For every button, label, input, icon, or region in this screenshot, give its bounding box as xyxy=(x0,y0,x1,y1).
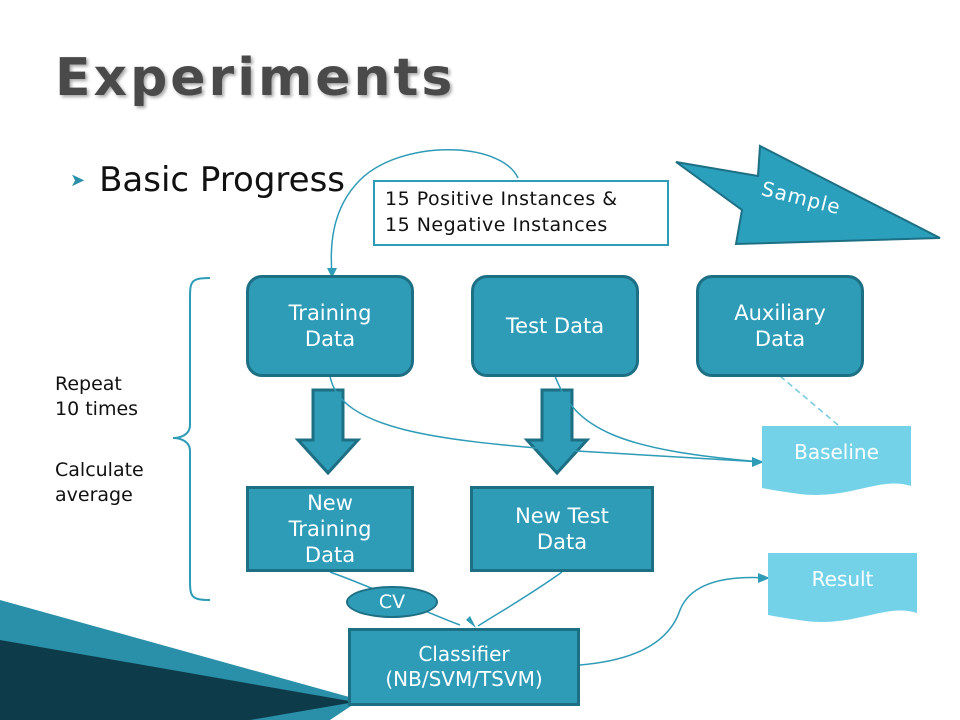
training-down-arrow xyxy=(294,388,362,476)
instances-arrowhead xyxy=(327,268,337,278)
classifier-label-line2: (NB/SVM/TSVM) xyxy=(385,667,543,691)
instances-to-training-connector xyxy=(330,149,519,276)
bullet-arrow-icon: ➤ xyxy=(70,169,86,191)
baseline-doc-shape xyxy=(762,426,911,495)
newtest-to-classifier-connector xyxy=(477,571,563,627)
bullet-text: Basic Progress xyxy=(99,160,346,200)
corner-swoosh-highlight xyxy=(0,640,355,720)
result-doc-shape xyxy=(768,553,917,622)
slide-title: Experiments xyxy=(55,48,456,108)
training-data-label: Training Data xyxy=(288,300,372,351)
test-data-node: Test Data xyxy=(471,275,639,377)
aux-to-baseline-connector xyxy=(779,375,839,426)
classifier-label-line1: Classifier xyxy=(418,642,510,666)
new-test-data-label: New Test Data xyxy=(515,503,609,554)
repeat-line-1: Repeat xyxy=(55,373,122,395)
auxiliary-data-label: Auxiliary Data xyxy=(734,300,826,351)
test-to-baseline-connector xyxy=(554,375,763,463)
repeat-line-2: 10 times xyxy=(55,397,139,420)
baseline-arrowhead xyxy=(752,457,764,467)
new-training-data-label: New Training Data xyxy=(288,490,372,568)
result-label: Result xyxy=(811,567,874,591)
instances-note: 15 Positive Instances & 15 Negative Inst… xyxy=(373,180,669,246)
training-to-baseline-connector xyxy=(329,375,763,463)
baseline-label: Baseline xyxy=(794,440,879,464)
classifier-node: Classifier (NB/SVM/TSVM) xyxy=(348,628,580,706)
instances-line-2: 15 Negative Instances xyxy=(385,213,608,236)
result-node: Result xyxy=(768,559,917,599)
repeat-brace xyxy=(172,277,211,601)
training-data-node: Training Data xyxy=(246,275,414,377)
instances-line-1: 15 Positive Instances & xyxy=(385,188,618,210)
calculate-line-1: Calculate xyxy=(55,459,144,481)
test-data-label: Test Data xyxy=(505,313,605,338)
bullet-item: ➤ Basic Progress xyxy=(70,160,345,200)
new-training-data-node: New Training Data xyxy=(246,486,414,572)
calculate-line-2: average xyxy=(55,483,133,506)
classifier-arrowhead xyxy=(466,616,476,628)
baseline-node: Baseline xyxy=(762,432,911,472)
calculate-note: Calculate average xyxy=(55,458,144,507)
repeat-note: Repeat 10 times xyxy=(55,372,138,421)
cv-node: CV xyxy=(346,586,438,618)
result-arrowhead xyxy=(758,573,770,583)
sample-arrow-shape xyxy=(675,144,941,246)
test-down-arrow xyxy=(523,388,591,476)
cv-label: CV xyxy=(378,591,406,613)
auxiliary-data-node: Auxiliary Data xyxy=(696,275,864,377)
new-test-data-node: New Test Data xyxy=(470,486,654,572)
classifier-to-result-connector xyxy=(579,576,769,666)
